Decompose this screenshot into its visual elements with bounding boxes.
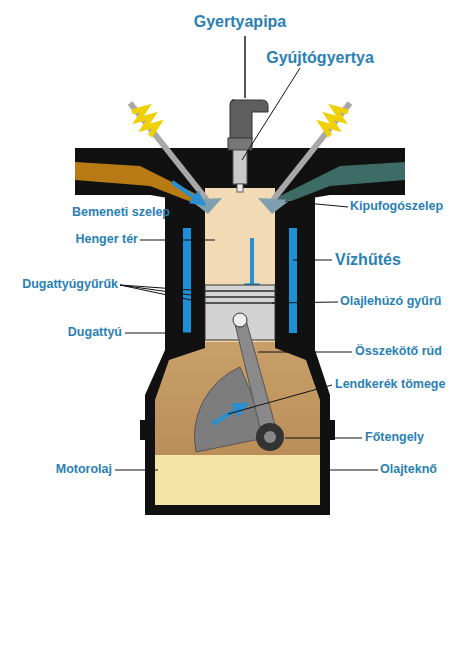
exhaust-valve-stem xyxy=(273,103,350,200)
valve-spring xyxy=(132,108,158,136)
valve-spring xyxy=(322,108,348,136)
engine-oil xyxy=(155,455,320,505)
leader-line xyxy=(285,438,362,439)
part-label: Gyertyapipa xyxy=(194,13,286,31)
part-label: Dugattyú xyxy=(68,326,122,340)
piston-pin xyxy=(233,313,247,327)
crankshaft xyxy=(256,423,284,451)
intake-valve-head xyxy=(190,198,222,214)
leader-line xyxy=(228,385,332,414)
part-label: Dugattyúgyűrűk xyxy=(22,278,118,292)
part-label: Bemeneti szelep xyxy=(72,206,170,220)
intake-port xyxy=(75,162,212,210)
cylinder-block xyxy=(165,192,315,342)
water-jacket xyxy=(183,228,191,333)
exhaust-valve-head xyxy=(258,198,290,214)
part-label: Vízhűtés xyxy=(335,251,401,269)
leader-line xyxy=(285,201,348,207)
leader-line xyxy=(125,333,205,334)
leader-line xyxy=(140,240,215,241)
part-label: Olajteknő xyxy=(380,463,437,477)
leader-line xyxy=(120,285,205,297)
leader-line xyxy=(172,208,200,213)
spark-plug-electrode xyxy=(237,184,243,192)
ignition-cable xyxy=(244,36,246,98)
oil-ring xyxy=(205,302,275,304)
leader-line xyxy=(120,285,205,303)
part-label: Lendkerék tömege xyxy=(335,378,445,392)
part-label: Összekötő rúd xyxy=(355,345,442,359)
piston-ring xyxy=(205,296,275,298)
part-label: Gyújtógyertya xyxy=(266,49,374,67)
spark-plug-cap xyxy=(230,100,268,140)
part-label: Motorolaj xyxy=(56,463,112,477)
part-label: Kipufogószelep xyxy=(350,200,443,214)
piston-ring xyxy=(205,290,275,292)
leader-line xyxy=(293,260,332,261)
leader-line xyxy=(242,68,300,160)
part-label: Henger tér xyxy=(75,233,138,247)
part-label: Olajlehúzó gyűrű xyxy=(340,295,441,309)
intake-valve-stem xyxy=(130,103,207,200)
leader-line xyxy=(322,470,378,471)
crankcase-wall xyxy=(140,338,335,515)
water-jacket xyxy=(289,228,297,333)
leader-line xyxy=(272,302,338,303)
spark-plug-nut xyxy=(228,138,252,150)
crankshaft-center xyxy=(264,431,276,443)
crankcase-interior xyxy=(155,340,320,505)
part-label: Főtengely xyxy=(365,431,424,445)
connecting-rod xyxy=(234,320,277,440)
intake-flow-arrow xyxy=(172,182,204,204)
leader-line xyxy=(115,470,158,471)
cylinder-chamber xyxy=(205,192,275,342)
leader-line xyxy=(258,352,352,353)
leader-lines xyxy=(115,68,378,470)
